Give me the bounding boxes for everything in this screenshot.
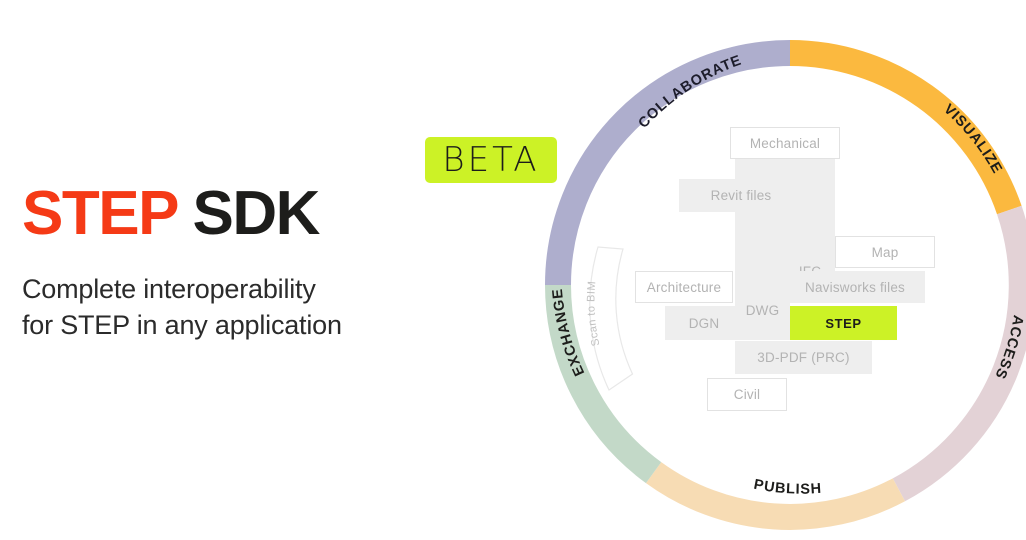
tile-dwg-label: DWG xyxy=(745,302,780,318)
tile-ifc[interactable]: IFC xyxy=(785,159,835,287)
tile-3d-pdf-prc-label: 3D-PDF (PRC) xyxy=(757,350,850,365)
beta-badge: BETA xyxy=(425,137,557,183)
interoperability-wheel: Scan to BIM COLLABORATE VISUALIZE ACCESS… xyxy=(545,0,1026,540)
tile-revit-files-label: Revit files xyxy=(710,188,772,203)
tile-filler-column-left xyxy=(735,152,785,280)
tagline: Complete interoperability for STEP in an… xyxy=(22,272,342,343)
segment-arc-collaborate[interactable] xyxy=(545,40,791,286)
tile-step[interactable]: STEP xyxy=(790,306,897,340)
tile-3d-pdf-prc[interactable]: 3D-PDF (PRC) xyxy=(735,341,872,374)
tile-dgn-label: DGN xyxy=(688,315,720,331)
tile-civil[interactable]: Civil xyxy=(707,378,787,411)
segment-arc-publish[interactable] xyxy=(645,462,905,530)
tile-navisworks-files-label: Navisworks files xyxy=(805,279,905,295)
tile-navisworks-files[interactable]: Navisworks files xyxy=(785,271,925,303)
tagline-line-2: for STEP in any application xyxy=(22,309,342,340)
tile-map[interactable]: Map xyxy=(835,236,935,268)
tile-map-label: Map xyxy=(871,244,899,260)
tile-step-label: STEP xyxy=(825,315,862,331)
page-title-primary: STEP xyxy=(22,179,178,248)
format-tiles: Mechanical Revit files IFC Map Architect… xyxy=(545,0,1026,540)
page-title-secondary: SDK xyxy=(192,179,321,248)
segment-arc-visualize[interactable] xyxy=(789,40,1022,215)
tile-mechanical-label: Mechanical xyxy=(749,135,821,151)
segment-arc-access[interactable] xyxy=(892,205,1026,502)
tagline-line-1: Complete interoperability xyxy=(22,274,316,304)
tile-civil-label: Civil xyxy=(733,387,761,402)
segment-label-publish: PUBLISH xyxy=(752,477,822,498)
tile-architecture[interactable]: Architecture xyxy=(635,271,733,303)
wheel-svg: Scan to BIM COLLABORATE VISUALIZE ACCESS… xyxy=(545,40,1026,530)
page-title: STEP SDK xyxy=(22,183,320,245)
tile-mechanical[interactable]: Mechanical xyxy=(730,127,840,159)
hero-panel: BETA STEP SDK Complete interoperability … xyxy=(22,137,557,343)
wheel-segments xyxy=(545,40,1026,530)
scan-to-bim-shape xyxy=(589,246,634,391)
tile-dgn[interactable]: DGN xyxy=(665,306,743,340)
tile-dwg[interactable]: DWG xyxy=(735,280,790,340)
beta-badge-label: BETA xyxy=(442,140,540,180)
tile-revit-files[interactable]: Revit files xyxy=(679,179,803,212)
tile-architecture-label: Architecture xyxy=(646,279,722,295)
segment-arc-exchange[interactable] xyxy=(545,284,662,484)
scan-to-bim-tile[interactable]: Scan to BIM xyxy=(585,246,634,391)
